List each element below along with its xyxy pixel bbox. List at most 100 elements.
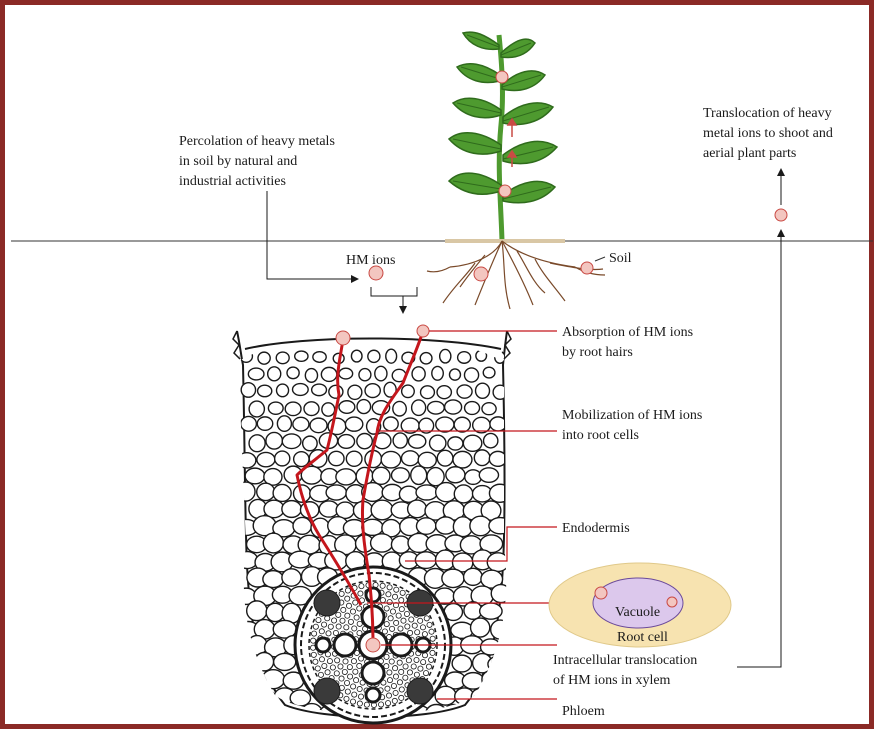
soil-surface (445, 239, 565, 243)
root-cell-texture (313, 352, 326, 363)
label-translocation-shoot: Translocation of heavy metal ions to sho… (703, 106, 836, 161)
root-cell-texture (416, 485, 438, 500)
root-cell-texture (348, 385, 362, 399)
stele-cell-texture (358, 694, 363, 699)
root-cell-texture (420, 353, 432, 364)
stele-cell-texture (313, 659, 318, 664)
root-cell-texture (276, 352, 289, 364)
root-cell-texture (452, 655, 471, 672)
stele-cell-texture (333, 630, 338, 635)
root-cell-texture (365, 384, 380, 398)
root-cell-texture (282, 501, 301, 518)
root-cell-texture (489, 484, 510, 502)
root-cell-texture (243, 672, 266, 690)
stele-cell-texture (400, 590, 405, 595)
root-cell-texture (345, 417, 362, 431)
stele-cell-texture (390, 609, 395, 614)
stele-cell-texture (352, 692, 357, 697)
root-cell-texture (437, 386, 451, 399)
stele-cell-texture (424, 616, 429, 621)
stele-cell-texture (359, 584, 364, 589)
hm-ion (474, 267, 488, 281)
root-cell-texture (402, 385, 415, 397)
root-cell-texture (440, 349, 451, 363)
stele-cell-texture (392, 594, 397, 599)
root-cell-texture (336, 502, 354, 518)
stele-cell-texture (347, 664, 352, 669)
root-cell-texture (470, 516, 491, 535)
root-cell-texture (457, 385, 472, 398)
root-cell-texture (471, 688, 489, 705)
stele-cell-texture (351, 659, 356, 664)
stele-cell-texture (326, 631, 331, 636)
root-cell-texture (474, 450, 490, 466)
stele-cell-texture (387, 600, 392, 605)
root-cell-texture (265, 704, 284, 723)
stele-cell-texture (319, 629, 324, 634)
stele-cell-texture (407, 670, 412, 675)
root-cell-texture (428, 401, 445, 414)
root-cell-texture (322, 403, 335, 416)
root-cell-texture (282, 569, 301, 586)
plant-leaves (449, 32, 557, 203)
stele-cell-texture (397, 680, 402, 685)
root-cell-texture (412, 367, 425, 381)
stele-cell-texture (405, 624, 410, 629)
shoot-arrow (737, 231, 781, 667)
label-mobilization: Mobilization of HM ions into root cells (562, 408, 706, 443)
stele-cell-texture (364, 702, 369, 707)
hm-ion-xylem (366, 638, 380, 652)
root-cell-texture (481, 639, 501, 655)
stele-cell-texture (380, 583, 385, 588)
stele-cell-texture (350, 699, 355, 704)
root-cell-texture (491, 585, 510, 603)
root-cell-texture (275, 451, 290, 466)
root-cell-texture (454, 417, 470, 432)
root-cell-texture (263, 533, 283, 553)
label-percolation: Percolation of heavy metals in soil by n… (179, 134, 338, 189)
label-absorption: Absorption of HM ions by root hairs (562, 325, 697, 360)
root-cell-texture (241, 416, 257, 431)
stele-cell-texture (327, 659, 332, 664)
hm-ion-shoot (775, 209, 787, 221)
root-cell-texture (487, 553, 509, 572)
stele-cell-texture (316, 617, 321, 622)
root-cell-texture (483, 367, 495, 378)
stele-cell-texture (311, 652, 316, 657)
stele-cell-texture (399, 695, 404, 700)
root-cell-texture (247, 601, 267, 621)
stele-cell-texture (404, 611, 409, 616)
stele-cell-texture (389, 626, 394, 631)
root-cell-texture (277, 384, 289, 397)
label-intracellular: Intracellular translocation of HM ions i… (553, 653, 701, 688)
root-cell-texture (336, 469, 356, 485)
root-cell-texture (383, 417, 398, 431)
plant-roots (427, 241, 605, 309)
root-cell-texture (488, 656, 511, 672)
stele-cell-texture (313, 624, 318, 629)
root-cell-texture (255, 652, 274, 670)
root-cell-texture (435, 550, 454, 570)
label-hm-ions: HM ions (346, 253, 395, 268)
stele-cell-texture (399, 598, 404, 603)
root-cell-texture (295, 351, 308, 361)
stele-cell-texture (429, 657, 434, 662)
stele-cell-texture (384, 622, 389, 627)
root-cell-texture (235, 653, 258, 672)
root-cell-texture (464, 368, 478, 382)
stele-cell-texture (411, 664, 416, 669)
root-cell-texture (257, 483, 275, 500)
label-vacuole: Vacuole (615, 605, 660, 620)
root-cell-texture (408, 500, 427, 518)
root-cell-texture (351, 350, 362, 362)
stele-cell-texture (409, 617, 414, 622)
stele-cell-texture (414, 657, 419, 662)
stele-cell-texture (396, 613, 401, 618)
root-cell-texture (479, 468, 498, 482)
root-cell-texture (263, 571, 284, 588)
root-cell-texture (436, 483, 457, 502)
stele-cell-texture (407, 630, 412, 635)
stele-cell-texture (384, 664, 389, 669)
label-endodermis: Endodermis (562, 521, 630, 536)
